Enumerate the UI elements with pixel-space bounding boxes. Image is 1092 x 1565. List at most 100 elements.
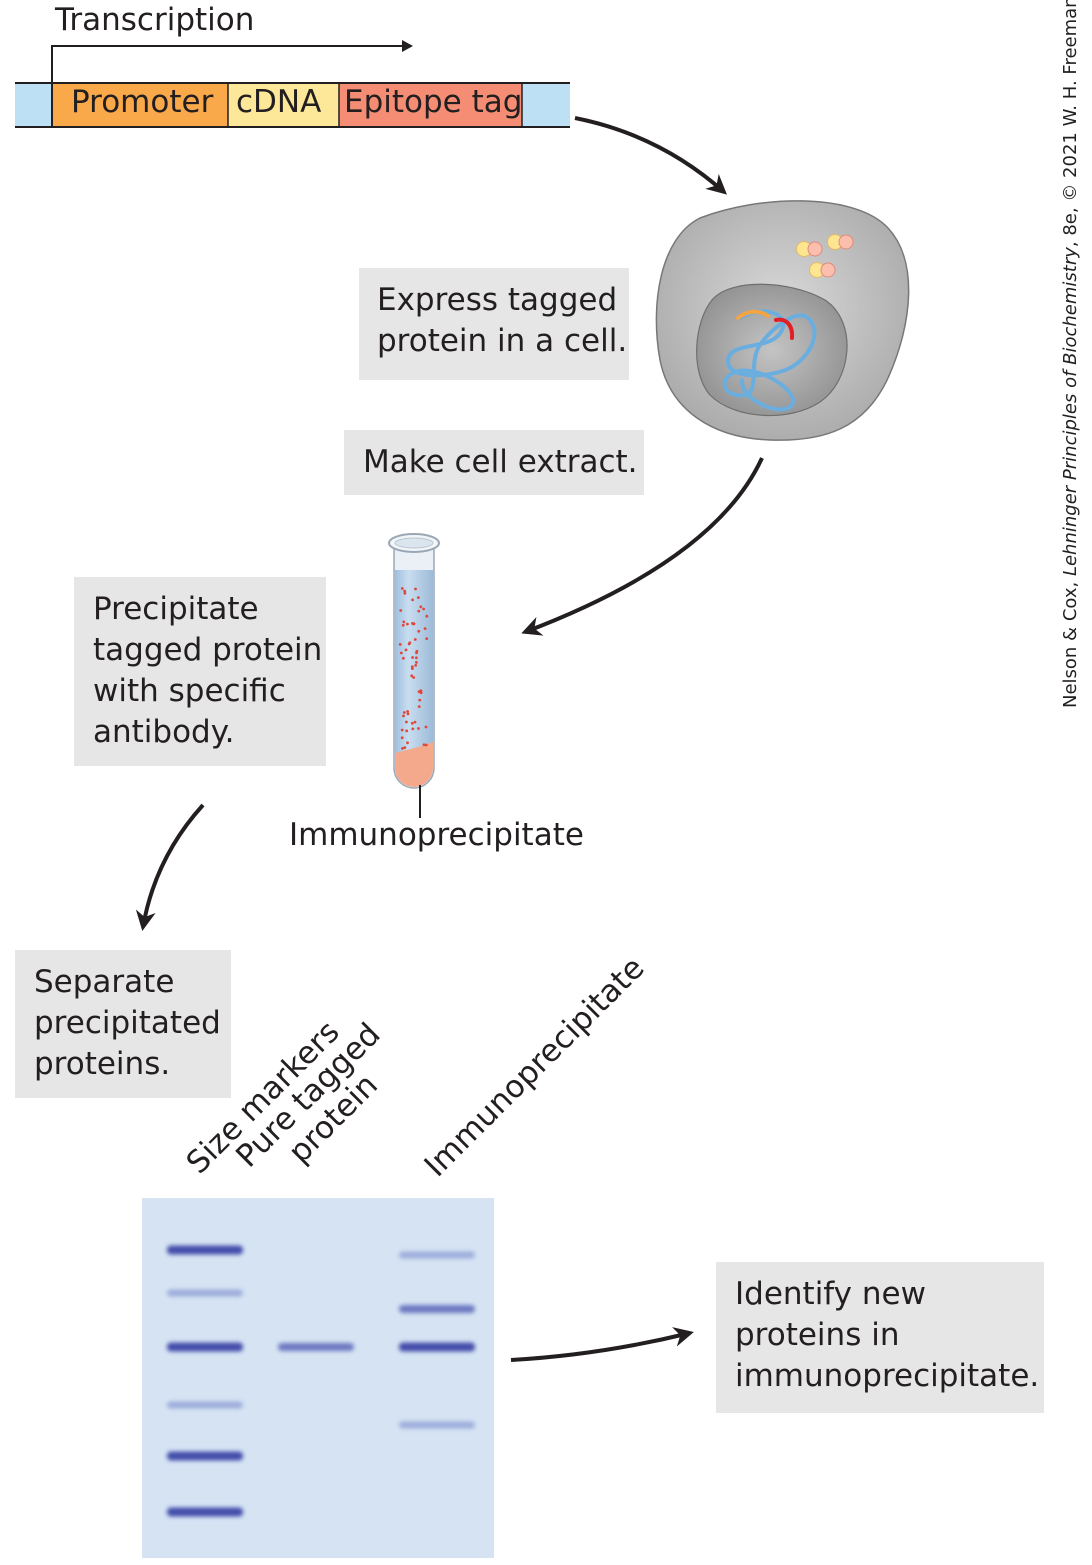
credit-post: , 8e, © 2021 W. H. Freeman and Company — [1060, 0, 1081, 248]
promoter-label: Promoter — [71, 84, 214, 120]
precipitate-dot — [417, 609, 421, 613]
precipitate-dot — [415, 656, 418, 660]
precipitate-dot — [401, 623, 405, 627]
promoter-segment — [52, 83, 228, 127]
epitope-tag-label: Epitope tag — [344, 84, 523, 120]
arrow-to-identify — [510, 1327, 694, 1362]
precipitate-dot — [411, 598, 414, 602]
transcription-arrow — [51, 45, 408, 127]
precipitate-dot — [424, 743, 428, 747]
dna-construct — [15, 40, 570, 128]
test-tube — [388, 533, 440, 818]
precipitate-dot — [403, 746, 407, 749]
epitope-tag-segment — [339, 83, 522, 127]
precipitate-dot — [423, 627, 427, 630]
credit-title: Lehninger Principles of Biochemistry — [1060, 247, 1081, 577]
precipitate-dot — [425, 637, 429, 640]
step-express-line-2: protein in a cell. — [377, 323, 628, 359]
gel-band — [167, 1289, 243, 1297]
precipitate-dot — [422, 607, 425, 611]
immunoprecipitate-tube-label: Immunoprecipitate — [289, 817, 584, 853]
step-separate-line-1: Separate — [34, 964, 175, 1000]
precipitate-dot — [417, 629, 421, 633]
cell-illustration — [655, 200, 910, 441]
step-precipitate-box: Precipitate tagged protein with specific… — [74, 577, 326, 766]
cdna-label: cDNA — [236, 84, 322, 120]
precipitate-dot — [419, 691, 423, 695]
precipitate-dot — [400, 587, 404, 590]
precipitate-dot — [412, 676, 416, 679]
precipitate-dot — [399, 609, 403, 612]
step-extract-line-1: Make cell extract. — [363, 444, 638, 480]
precipitate-dot — [403, 589, 407, 593]
precipitate-dot — [400, 736, 404, 740]
credit-line: Nelson & Cox, Lehninger Principles of Bi… — [1060, 0, 1081, 708]
precipitate-dot — [411, 656, 414, 659]
precipitate-dot — [413, 720, 417, 724]
cdna-segment — [228, 83, 339, 127]
precipitate-dot — [400, 728, 404, 732]
precipitate-dot — [417, 727, 420, 730]
precipitate-dot — [406, 712, 410, 716]
precipitate-dot — [414, 664, 418, 667]
precipitate-dot — [414, 587, 417, 591]
step-separate-line-3: proteins. — [34, 1046, 171, 1082]
step-identify-box: Identify new proteins in immunoprecipita… — [716, 1262, 1044, 1413]
step-precipitate-line-4: antibody. — [93, 714, 235, 750]
precipitate-dot — [402, 714, 405, 718]
gel — [142, 1198, 494, 1558]
precipitate-dot — [417, 705, 421, 708]
step-separate-line-2: precipitated — [34, 1005, 221, 1041]
credit-pre: Nelson & Cox, — [1060, 576, 1081, 708]
step-identify-line-3: immunoprecipitate. — [735, 1358, 1040, 1394]
precipitate-dot — [402, 620, 406, 624]
precipitate-dot — [406, 622, 409, 626]
arrow-to-cell — [574, 116, 727, 195]
step-precipitate-line-3: with specific — [93, 673, 286, 709]
gel-band — [399, 1421, 475, 1429]
precipitate-dot — [405, 729, 409, 733]
gel-band — [278, 1343, 354, 1351]
precipitate-dot — [413, 638, 417, 641]
precipitate-dot — [411, 727, 415, 731]
step-precipitate-line-1: Precipitate — [93, 591, 259, 627]
precipitate-dots — [398, 587, 429, 750]
gel-band — [399, 1305, 475, 1313]
step-separate-box: Separate precipitated proteins. — [15, 950, 231, 1098]
precipitate-dot — [424, 725, 428, 729]
gel-band — [399, 1251, 475, 1259]
step-express-box: Express tagged protein in a cell. — [359, 268, 629, 380]
precipitate-dot — [410, 665, 414, 669]
gel-band — [167, 1401, 243, 1409]
precipitate-dot — [398, 643, 402, 646]
precipitate-dot — [407, 642, 411, 646]
step-precipitate-line-2: tagged protein — [93, 632, 323, 668]
precipitate-dot — [410, 721, 414, 725]
arrow-to-separate — [135, 803, 205, 931]
precipitate-dot — [419, 689, 423, 692]
precipitate-dot — [417, 596, 420, 599]
precipitate-dot — [418, 698, 422, 702]
precipitate-dot — [403, 591, 407, 595]
precipitate-dot — [405, 720, 408, 724]
gel-band — [399, 1342, 475, 1352]
nucleus — [696, 283, 848, 417]
precipitate-dot — [404, 648, 408, 652]
precipitate-dot — [410, 674, 414, 678]
transcription-label: Transcription — [55, 2, 255, 38]
precipitate-dot — [402, 711, 406, 714]
precipitate-dot — [415, 661, 418, 664]
precipitate-dot — [399, 651, 403, 655]
precipitate-dot — [425, 614, 429, 618]
step-identify-line-1: Identify new — [735, 1276, 926, 1312]
gel-band — [167, 1507, 243, 1517]
precipitate-dot — [415, 649, 419, 653]
step-express-line-1: Express tagged — [377, 282, 618, 318]
precipitate-dot — [422, 743, 426, 747]
gel-band — [167, 1451, 243, 1461]
precipitate-dot — [406, 741, 409, 745]
precipitate-dot — [406, 710, 409, 713]
precipitate-dot — [401, 747, 404, 750]
precipitate-dot — [419, 605, 423, 609]
